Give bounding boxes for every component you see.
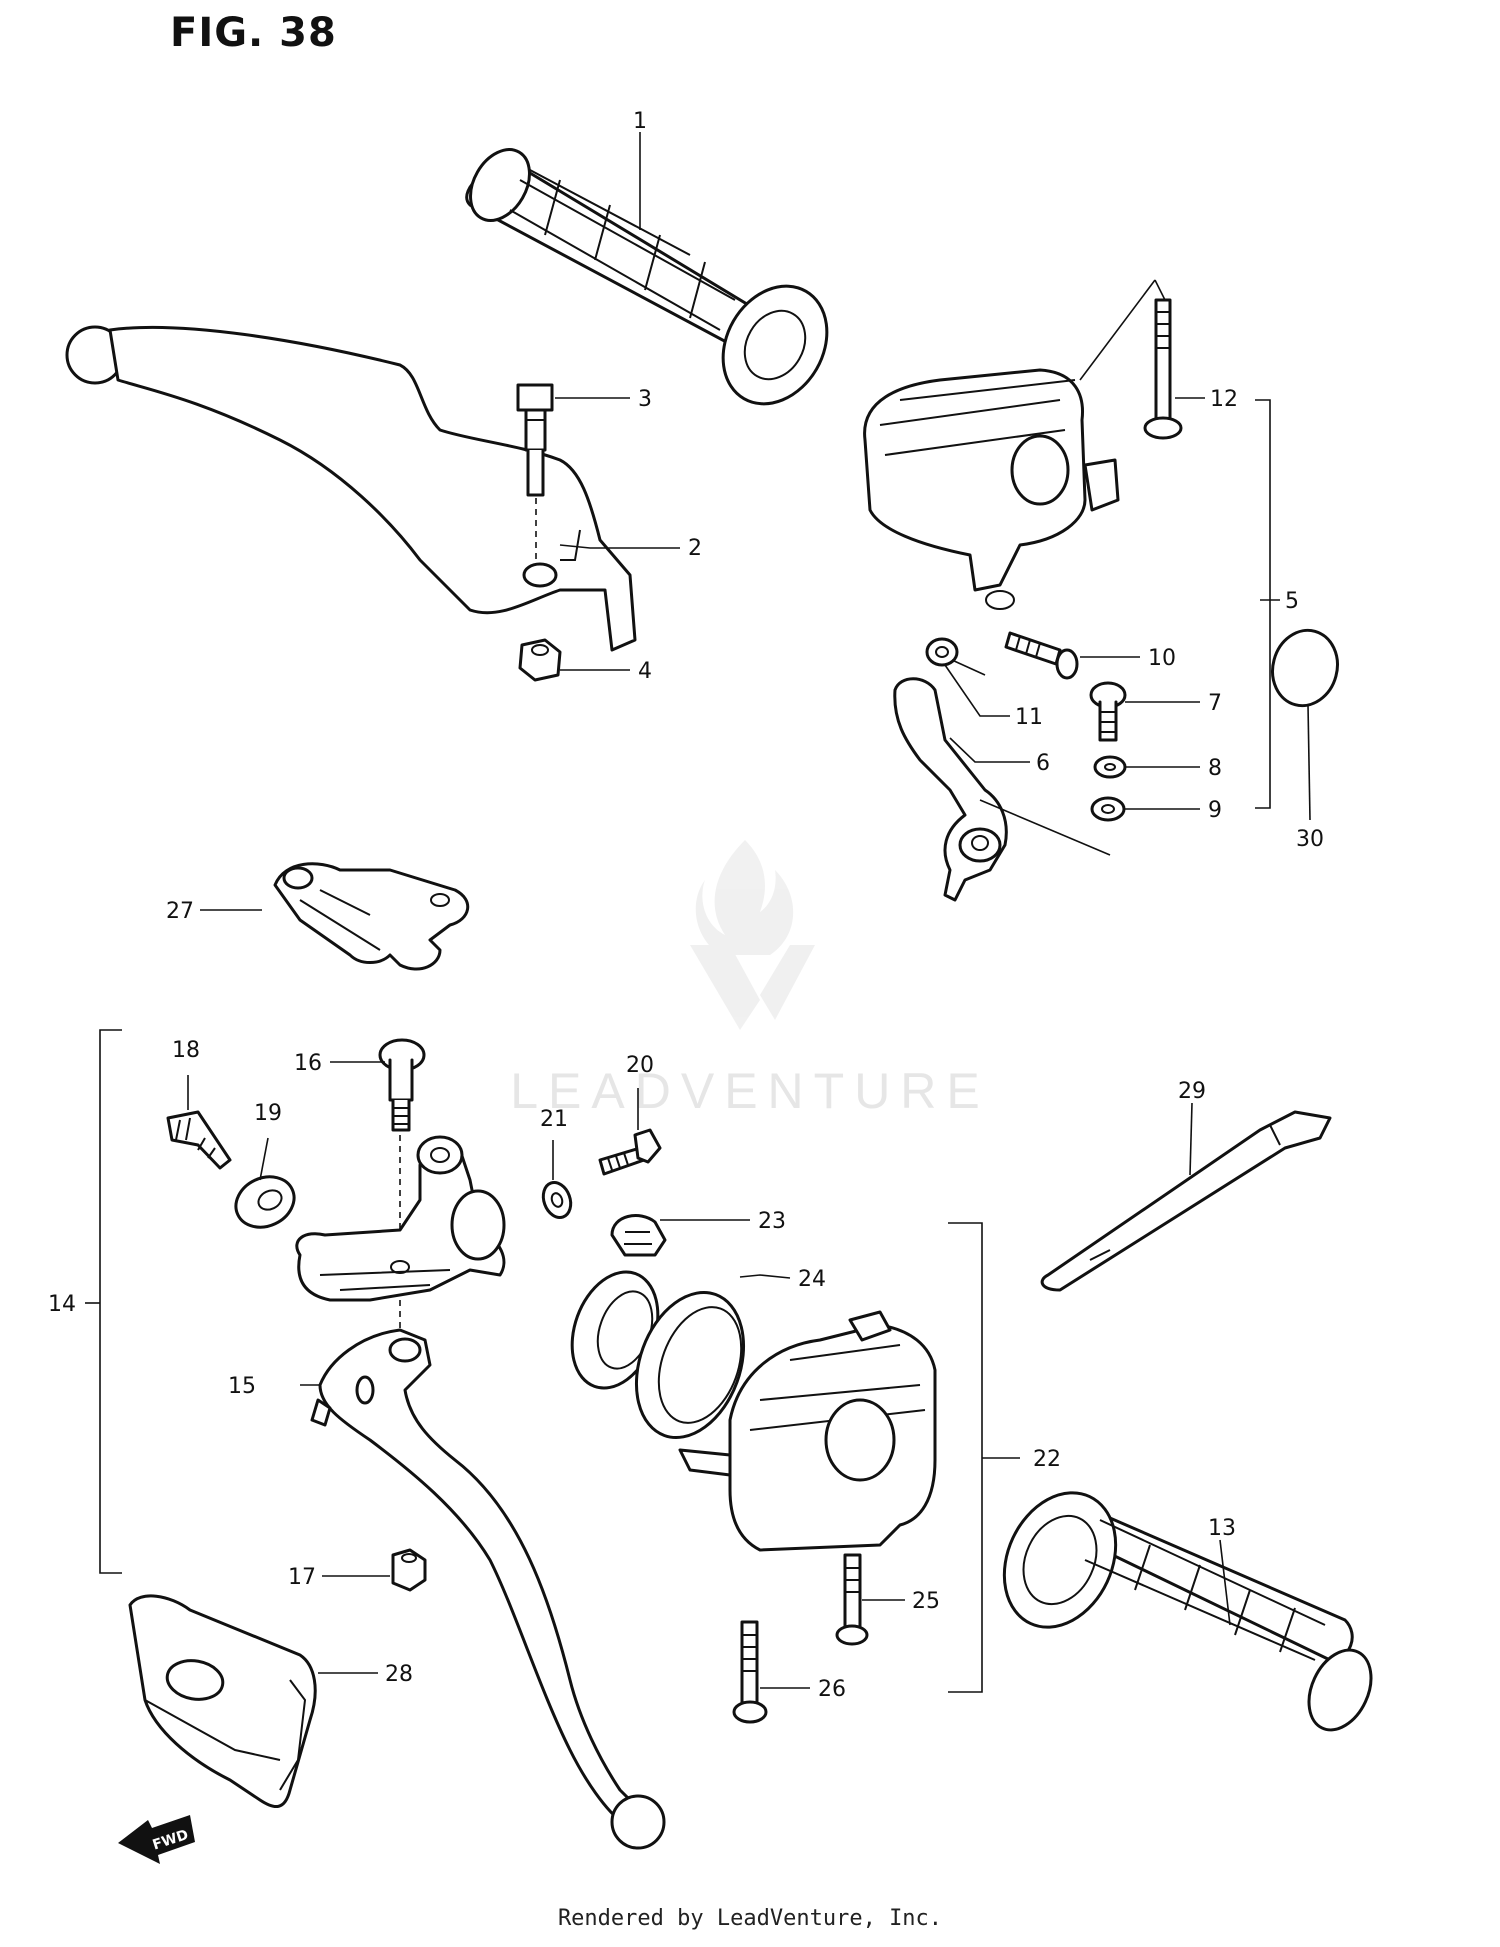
callout-7: 7 [1208, 691, 1222, 716]
adjuster-18-part [166, 1110, 232, 1170]
screw-10-part [1004, 631, 1079, 680]
callout-15: 15 [228, 1374, 256, 1399]
switch-arm-part [893, 677, 1008, 902]
fwd-direction-marker: FWD [118, 1815, 195, 1864]
callout-18: 18 [172, 1038, 200, 1063]
callout-19: 19 [254, 1101, 282, 1126]
callout-16: 16 [294, 1051, 322, 1076]
bolt-16-part [378, 1038, 426, 1132]
callout-27: 27 [166, 899, 194, 924]
group-bracket-22 [948, 1222, 983, 1693]
grip-right-part [465, 148, 829, 406]
strap-29-part [1040, 1110, 1332, 1292]
callout-4: 4 [638, 659, 652, 684]
callout-12: 12 [1210, 387, 1238, 412]
callout-17: 17 [288, 1565, 316, 1590]
callout-26: 26 [818, 1677, 846, 1702]
callout-labels: 1 2 3 4 5 6 7 8 9 10 11 12 13 14 15 16 1… [48, 109, 1324, 1702]
callout-20: 20 [626, 1053, 654, 1078]
screw-7-part [1089, 681, 1127, 742]
callout-3: 3 [638, 387, 652, 412]
group-bracket-5 [1255, 399, 1271, 809]
pivot-nut-part [518, 638, 562, 682]
lever-holder-14-part [295, 1135, 506, 1302]
screw-20-part [598, 1128, 662, 1176]
screw-26-part [732, 1620, 768, 1724]
locknut-19-part [234, 1175, 296, 1229]
callout-30: 30 [1296, 827, 1324, 852]
callout-8: 8 [1208, 756, 1222, 781]
washer-9-part [1090, 796, 1126, 822]
clutch-lever-part [310, 1328, 666, 1850]
callout-6: 6 [1036, 751, 1050, 776]
brake-lever-part [65, 325, 637, 652]
callout-13: 13 [1208, 1516, 1236, 1541]
callout-11: 11 [1015, 705, 1043, 730]
watermark-logo [690, 840, 815, 1030]
washer-8-part [1093, 755, 1127, 779]
throttle-rings-24-part [570, 1270, 746, 1440]
callout-14: 14 [48, 1292, 76, 1317]
footer-credit: Rendered by LeadVenture, Inc. [557, 1906, 943, 1931]
nut-11-part [925, 637, 959, 667]
callout-9: 9 [1208, 798, 1222, 823]
callout-29: 29 [1178, 1079, 1206, 1104]
callout-28: 28 [385, 1662, 413, 1687]
callout-2: 2 [688, 536, 702, 561]
nut-17-part [391, 1548, 427, 1592]
figure-title: FIG. 38 [170, 10, 337, 56]
leader-lines [85, 132, 1311, 1689]
grip-left-part [1002, 1491, 1373, 1732]
callout-23: 23 [758, 1209, 786, 1234]
o-ring-30-part [1271, 628, 1339, 708]
callout-5: 5 [1285, 589, 1299, 614]
switch-housing-left-part [678, 1310, 937, 1552]
switch-housing-right-part [863, 368, 1120, 610]
callout-22: 22 [1033, 1447, 1061, 1472]
callout-10: 10 [1148, 646, 1176, 671]
clamp-23-part [610, 1214, 667, 1257]
group-bracket-14 [99, 1029, 122, 1574]
bracket-plate-27-part [273, 862, 469, 971]
screw-25-part [835, 1553, 869, 1646]
pivot-bolt-part [516, 383, 554, 497]
callout-1: 1 [633, 109, 647, 134]
callout-21: 21 [540, 1107, 568, 1132]
washer-21-part [541, 1181, 573, 1219]
lever-cover-28-part [128, 1594, 317, 1809]
callout-24: 24 [798, 1267, 826, 1292]
watermark-text: LEADVENTURE [510, 1063, 990, 1119]
screw-12-part [1143, 298, 1183, 440]
callout-25: 25 [912, 1589, 940, 1614]
